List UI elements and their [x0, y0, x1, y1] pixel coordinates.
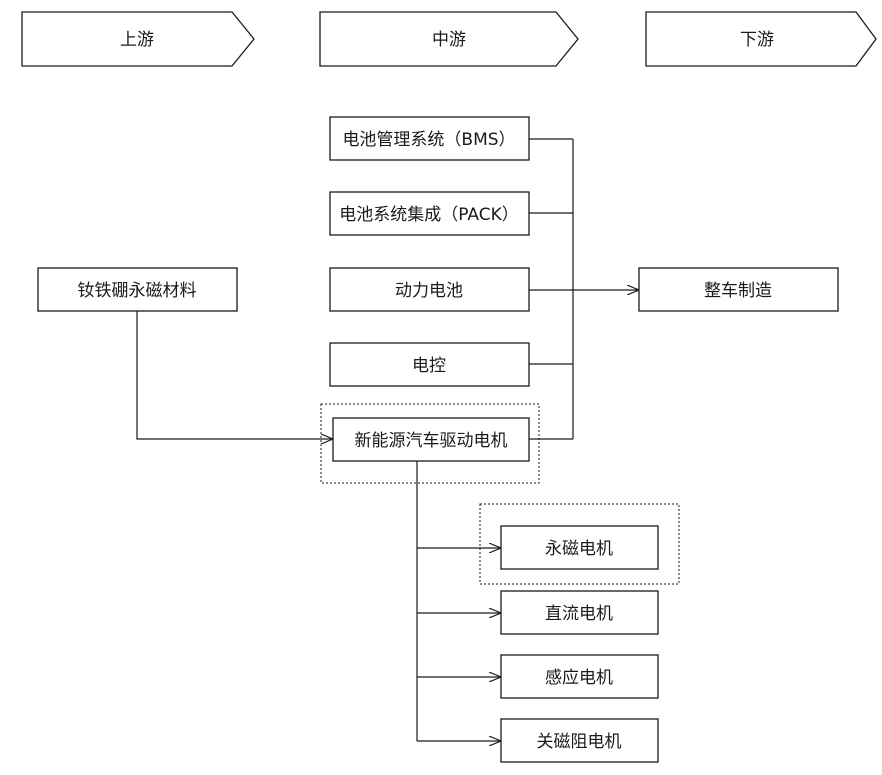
pm-motor-highlight-frame [479, 503, 680, 585]
drive-motor-highlight-frame [320, 403, 540, 484]
node-dc-motor: 直流电机 [500, 590, 659, 635]
node-induction-motor: 感应电机 [500, 654, 659, 699]
node-bms: 电池管理系统（BMS） [329, 116, 530, 161]
node-pm-motor-label: 永磁电机 [545, 539, 613, 559]
connectors [136, 138, 639, 741]
node-power-battery-label: 动力电池 [395, 281, 463, 301]
node-drive-motor-label: 新能源汽车驱动电机 [355, 431, 508, 451]
stage-midstream: 中游 [319, 11, 579, 67]
stage-downstream: 下游 [645, 11, 877, 67]
node-power-battery: 动力电池 [329, 267, 530, 312]
node-srm-motor: 关磁阻电机 [500, 718, 659, 763]
node-magnet-material: 钕铁硼永磁材料 [37, 267, 238, 312]
node-dc-motor-label: 直流电机 [545, 604, 613, 624]
node-drive-motor: 新能源汽车驱动电机 [332, 417, 530, 462]
stage-upstream-label: 上游 [120, 30, 154, 50]
node-pack-label: 电池系统集成（PACK） [339, 205, 519, 225]
node-induction-motor-label: 感应电机 [545, 668, 613, 688]
node-ecu-label: 电控 [412, 356, 446, 376]
stage-midstream-label: 中游 [432, 30, 466, 50]
node-bms-label: 电池管理系统（BMS） [342, 130, 515, 150]
node-ecu: 电控 [329, 342, 530, 387]
stage-downstream-label: 下游 [740, 30, 774, 50]
node-pm-motor: 永磁电机 [500, 525, 659, 570]
node-srm-motor-label: 关磁阻电机 [537, 732, 622, 752]
node-vehicle-manufacturing: 整车制造 [638, 267, 839, 312]
node-vehicle-manufacturing-label: 整车制造 [704, 281, 772, 301]
node-pack: 电池系统集成（PACK） [329, 191, 530, 236]
stage-upstream: 上游 [21, 11, 255, 67]
node-magnet-material-label: 钕铁硼永磁材料 [78, 281, 197, 301]
